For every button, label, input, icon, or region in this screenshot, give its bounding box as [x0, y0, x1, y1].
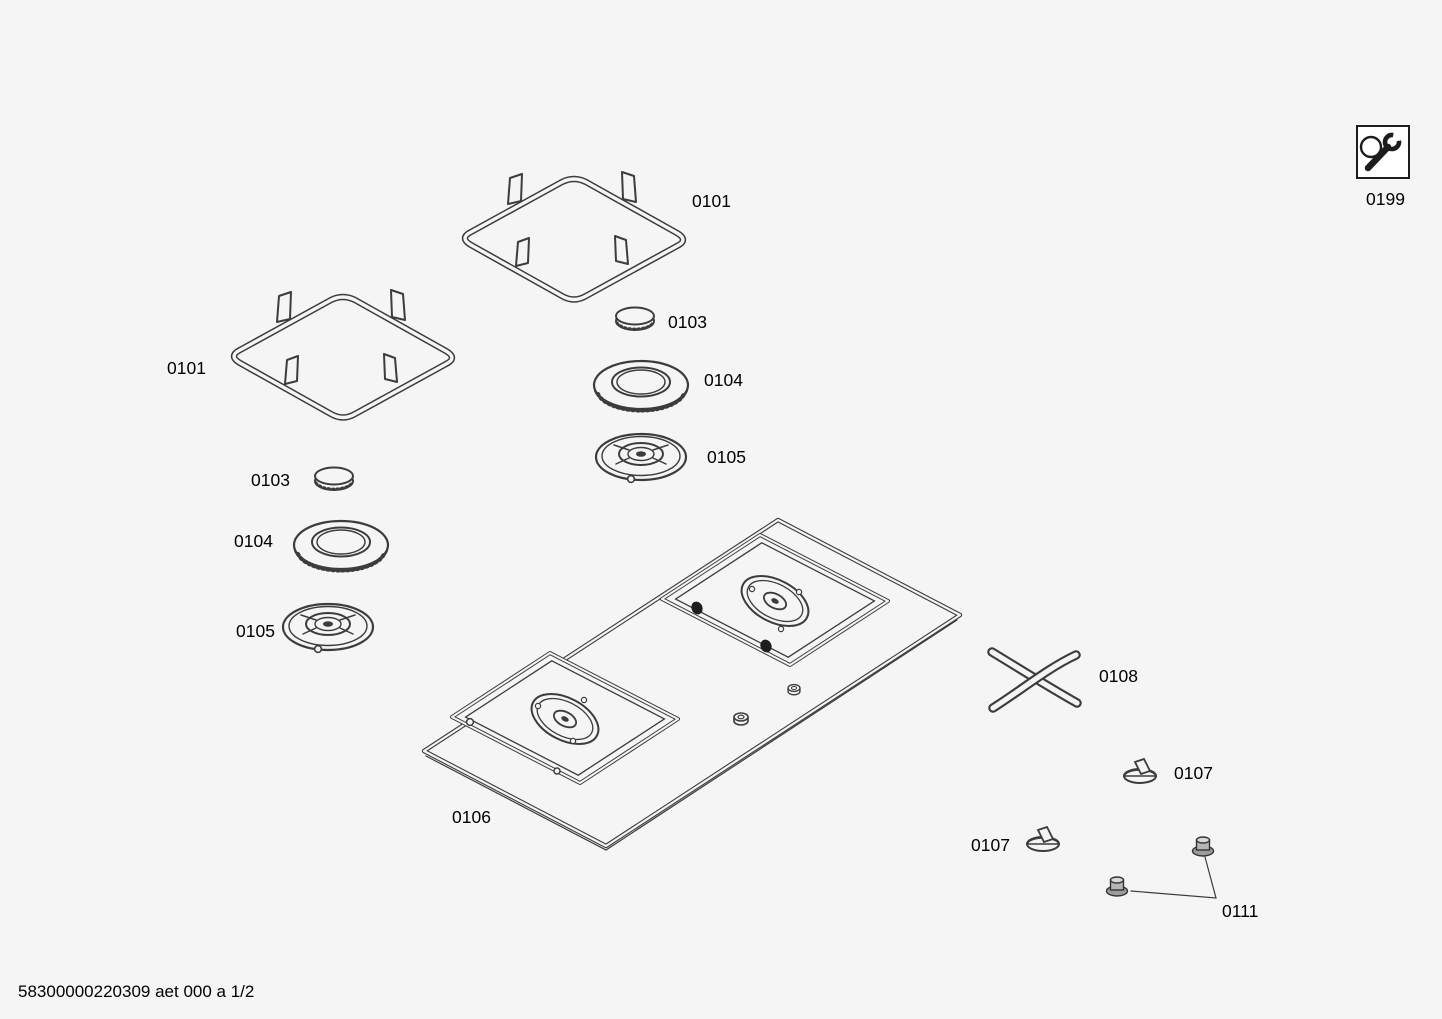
part-label-ring-left: 0104 — [234, 531, 273, 551]
screw — [465, 717, 475, 727]
part-label-cross: 0108 — [1099, 666, 1138, 686]
hob-surface — [421, 517, 963, 851]
wrench-icon — [1356, 125, 1410, 179]
gasket — [760, 639, 772, 653]
part-label-grate-top: 0101 — [692, 191, 731, 211]
cross-pan-support — [987, 647, 1082, 713]
foot-right — [1191, 836, 1215, 857]
hob-edge-thickness — [425, 619, 958, 851]
nut — [787, 683, 801, 696]
burner-cap-left — [313, 466, 355, 492]
part-label-ring-right: 0104 — [704, 370, 743, 390]
part-label-base-left: 0105 — [236, 621, 275, 641]
part-label-service: 0199 — [1366, 189, 1405, 209]
part-label-feet: 0111 — [1222, 901, 1258, 921]
pan-support-top — [465, 172, 683, 300]
document-code: 58300000220309 aet 000 a 1/2 — [18, 982, 254, 1001]
burner-ring-right — [592, 359, 690, 413]
part-label-knob-left: 0107 — [971, 835, 1010, 855]
burner-well-upper — [660, 533, 890, 667]
part-label-hob: 0106 — [452, 807, 491, 827]
foot-left — [1105, 876, 1129, 897]
nut — [733, 712, 749, 726]
part-label-cap-right: 0103 — [668, 312, 707, 332]
burner-base-right — [594, 432, 688, 484]
burner-well-lower — [450, 651, 680, 785]
part-label-knob-right: 0107 — [1174, 763, 1213, 783]
control-knob-right — [1123, 758, 1157, 784]
gasket — [691, 601, 703, 615]
burner-ring-left — [292, 519, 390, 573]
control-knob-left — [1026, 826, 1060, 852]
burner-base-left — [281, 602, 375, 654]
part-label-grate-left: 0101 — [167, 358, 206, 378]
screw — [553, 767, 561, 775]
pan-support-left — [234, 290, 452, 418]
part-label-cap-left: 0103 — [251, 470, 290, 490]
leader-line-feet — [1130, 856, 1217, 899]
part-label-base-right: 0105 — [707, 447, 746, 467]
burner-cap-right — [614, 306, 656, 332]
